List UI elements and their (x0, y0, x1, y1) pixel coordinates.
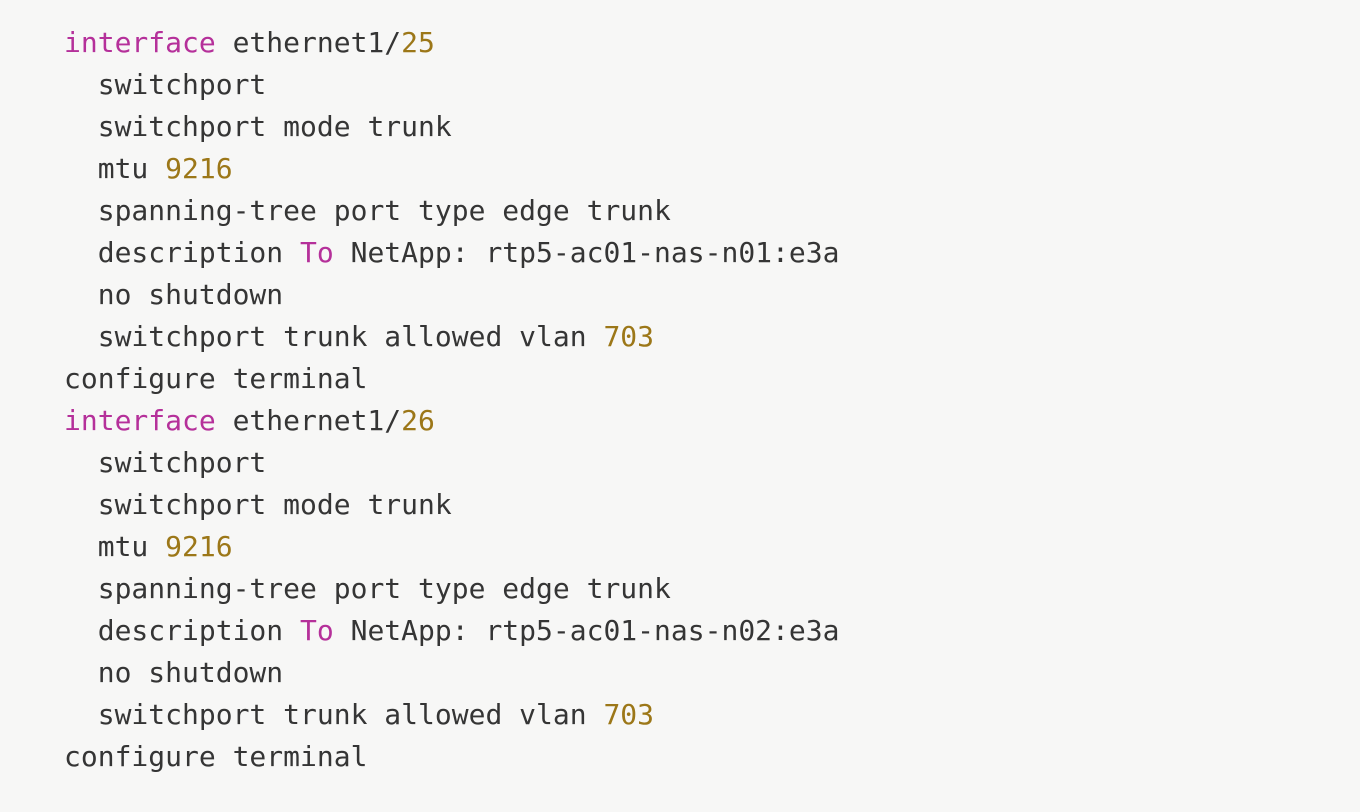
indent-space (64, 236, 98, 269)
indent-space (64, 68, 98, 101)
token-plain: spanning-tree port type edge trunk (97, 572, 671, 605)
indent-space (64, 320, 98, 353)
token-number: 9216 (165, 152, 233, 185)
indent-space (64, 278, 98, 311)
token-keyword: interface (64, 404, 216, 437)
token-plain: switchport mode trunk (97, 110, 452, 143)
token-plain: ethernet1/ (215, 26, 402, 59)
indent-space (64, 572, 98, 605)
token-number: 703 (603, 698, 655, 731)
code-line: switchport trunk allowed vlan 703 (64, 694, 1360, 736)
code-line: switchport (64, 64, 1360, 106)
code-line: configure terminal (64, 358, 1360, 400)
code-line: interface ethernet1/25 (64, 22, 1360, 64)
token-plain: switchport trunk allowed vlan (97, 698, 604, 731)
token-plain: switchport trunk allowed vlan (97, 320, 604, 353)
code-line: configure terminal (64, 736, 1360, 778)
code-line: mtu 9216 (64, 148, 1360, 190)
code-line: description To NetApp: rtp5-ac01-nas-n01… (64, 232, 1360, 274)
code-line: no shutdown (64, 274, 1360, 316)
code-line: switchport (64, 442, 1360, 484)
code-line: spanning-tree port type edge trunk (64, 568, 1360, 610)
code-line: no shutdown (64, 652, 1360, 694)
token-plain: no shutdown (97, 278, 284, 311)
token-plain: NetApp: rtp5-ac01-nas-n01:e3a (333, 236, 840, 269)
token-plain: description (97, 236, 301, 269)
code-line: switchport mode trunk (64, 484, 1360, 526)
indent-space (64, 194, 98, 227)
token-number: 26 (401, 404, 435, 437)
indent-space (64, 656, 98, 689)
code-line: description To NetApp: rtp5-ac01-nas-n02… (64, 610, 1360, 652)
code-line: interface ethernet1/26 (64, 400, 1360, 442)
token-keyword: To (300, 236, 334, 269)
token-keyword: To (300, 614, 334, 647)
token-plain: switchport mode trunk (97, 488, 452, 521)
token-keyword: interface (64, 26, 216, 59)
code-line: switchport trunk allowed vlan 703 (64, 316, 1360, 358)
token-number: 25 (401, 26, 435, 59)
token-plain: ethernet1/ (215, 404, 402, 437)
token-plain: no shutdown (97, 656, 284, 689)
indent-space (64, 446, 98, 479)
code-line: spanning-tree port type edge trunk (64, 190, 1360, 232)
indent-space (64, 488, 98, 521)
token-plain: configure terminal (64, 740, 368, 773)
token-plain: mtu (97, 152, 166, 185)
token-number: 703 (603, 320, 655, 353)
indent-space (64, 530, 98, 563)
code-line: switchport mode trunk (64, 106, 1360, 148)
token-plain: mtu (97, 530, 166, 563)
indent-space (64, 110, 98, 143)
indent-space (64, 698, 98, 731)
token-plain: NetApp: rtp5-ac01-nas-n02:e3a (333, 614, 840, 647)
token-plain: description (97, 614, 301, 647)
indent-space (64, 614, 98, 647)
indent-space (64, 152, 98, 185)
token-plain: configure terminal (64, 362, 368, 395)
token-plain: switchport (97, 446, 267, 479)
token-plain: spanning-tree port type edge trunk (97, 194, 671, 227)
code-line: mtu 9216 (64, 526, 1360, 568)
token-number: 9216 (165, 530, 233, 563)
token-plain: switchport (97, 68, 267, 101)
